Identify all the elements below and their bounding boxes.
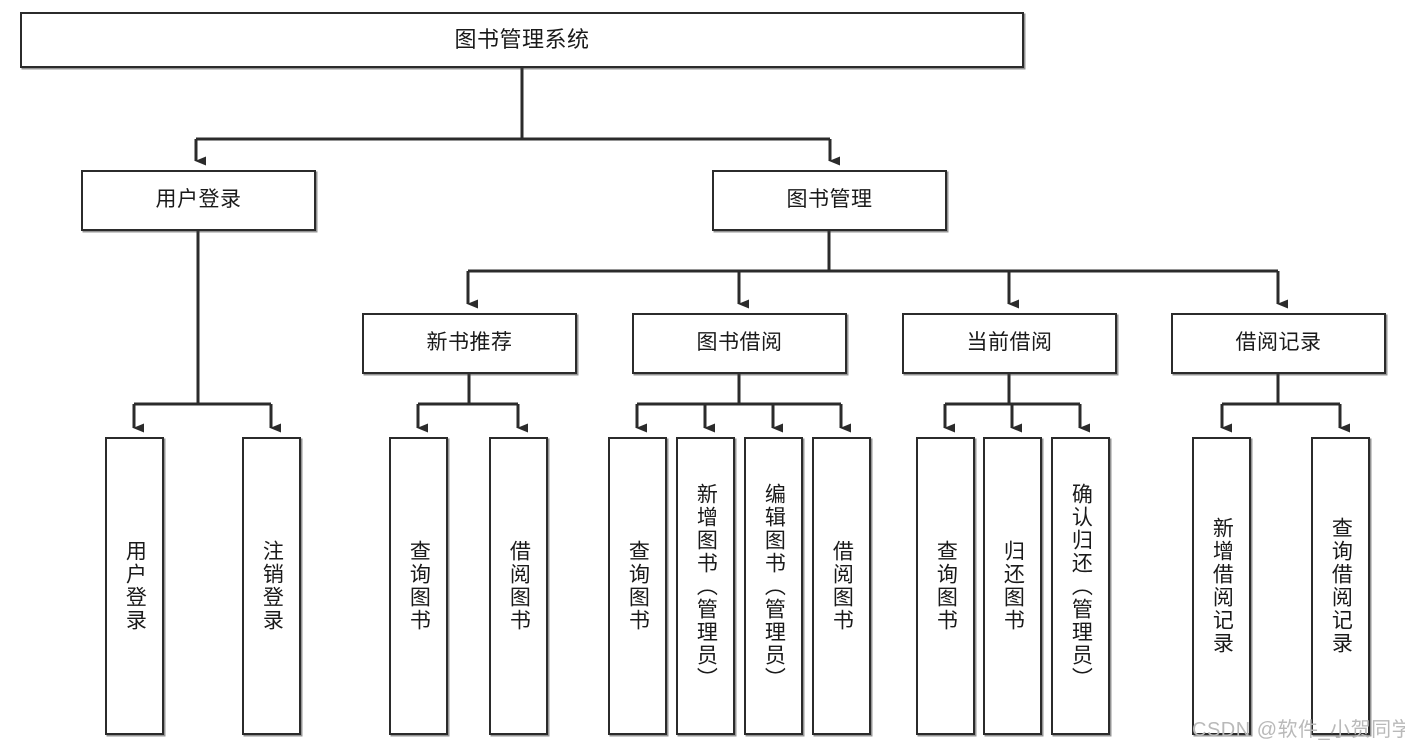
node-leaf-book-borrow-add[interactable]: 新增图书（管理员）	[676, 437, 735, 735]
node-label: 确认归还（管理员）	[1069, 482, 1093, 690]
node-label: 当前借阅	[966, 331, 1053, 355]
csdn-watermark: CSDN @软件_小贺同学	[1192, 719, 1405, 741]
node-borrow-record[interactable]: 借阅记录	[1171, 313, 1386, 374]
node-leaf-book-borrow-borrow[interactable]: 借阅图书	[812, 437, 871, 735]
node-label: 图书管理	[786, 188, 873, 212]
node-label: 查询图书	[626, 540, 650, 632]
node-leaf-current-borrow-confirm-return[interactable]: 确认归还（管理员）	[1051, 437, 1110, 735]
node-leaf-book-borrow-edit[interactable]: 编辑图书（管理员）	[744, 437, 803, 735]
node-label: 新增借阅记录	[1210, 517, 1234, 655]
node-leaf-book-borrow-query[interactable]: 查询图书	[608, 437, 667, 735]
node-root-book-management-system[interactable]: 图书管理系统	[20, 12, 1024, 68]
node-label: 借阅记录	[1235, 331, 1322, 355]
node-label: 注销登录	[260, 540, 284, 632]
node-label: 归还图书	[1001, 540, 1025, 632]
node-label: 借阅图书	[507, 540, 531, 632]
node-label: 用户登录	[123, 540, 147, 632]
node-label: 图书管理系统	[454, 27, 590, 53]
node-new-book-recommend[interactable]: 新书推荐	[362, 313, 577, 374]
node-label: 新书推荐	[426, 331, 513, 355]
node-leaf-new-book-query[interactable]: 查询图书	[389, 437, 448, 735]
node-label: 查询图书	[934, 540, 958, 632]
node-current-borrow[interactable]: 当前借阅	[902, 313, 1117, 374]
node-leaf-borrow-record-query[interactable]: 查询借阅记录	[1311, 437, 1370, 735]
node-user-login[interactable]: 用户登录	[81, 170, 316, 231]
node-label: 借阅图书	[830, 540, 854, 632]
node-label: 查询借阅记录	[1329, 517, 1353, 655]
node-leaf-user-login-logout[interactable]: 注销登录	[242, 437, 301, 735]
node-leaf-user-login-login[interactable]: 用户登录	[105, 437, 164, 735]
node-label: 编辑图书（管理员）	[762, 482, 786, 690]
node-book-management[interactable]: 图书管理	[712, 170, 947, 231]
node-label: 用户登录	[155, 188, 242, 212]
node-label: 图书借阅	[696, 331, 783, 355]
node-book-borrow[interactable]: 图书借阅	[632, 313, 847, 374]
node-leaf-new-book-borrow[interactable]: 借阅图书	[489, 437, 548, 735]
node-leaf-current-borrow-return[interactable]: 归还图书	[983, 437, 1042, 735]
node-leaf-current-borrow-query[interactable]: 查询图书	[916, 437, 975, 735]
node-label: 查询图书	[407, 540, 431, 632]
node-leaf-borrow-record-add[interactable]: 新增借阅记录	[1192, 437, 1251, 735]
node-label: 新增图书（管理员）	[694, 482, 718, 690]
